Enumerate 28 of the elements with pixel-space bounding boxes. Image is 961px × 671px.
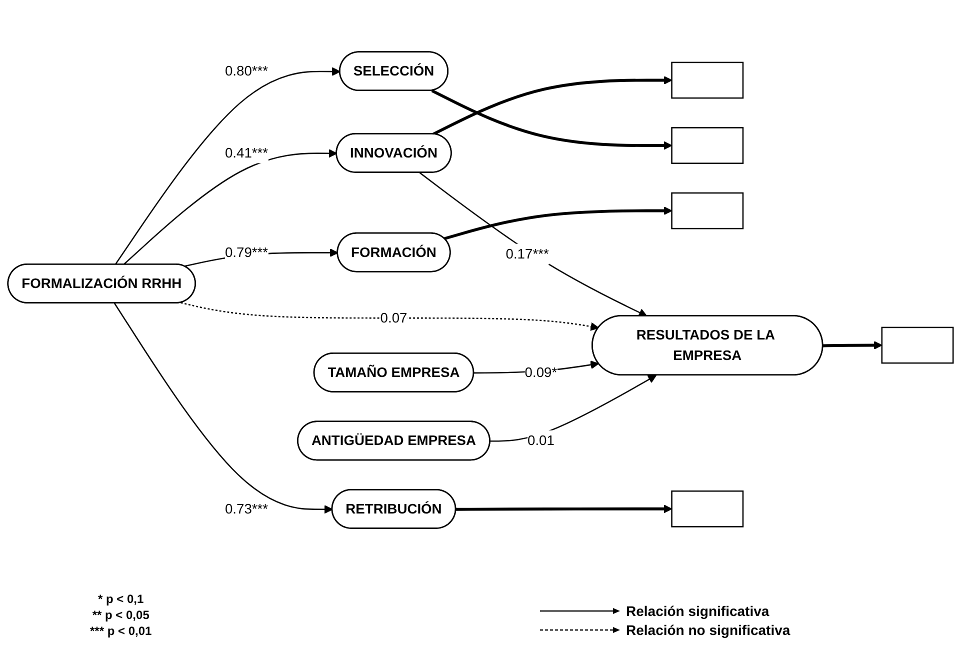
arrow bbox=[823, 340, 882, 350]
node-box bbox=[881, 326, 954, 364]
node-box bbox=[671, 192, 744, 230]
edge-label: 0.01 bbox=[528, 432, 554, 448]
arrow bbox=[419, 172, 648, 317]
arrow bbox=[180, 302, 600, 331]
node-box bbox=[671, 127, 744, 164]
arrow bbox=[114, 67, 341, 266]
edge-label: 0.07 bbox=[380, 310, 408, 326]
node-box bbox=[671, 62, 744, 99]
significance-note: *** p < 0,01 bbox=[90, 624, 152, 638]
edge-label: 0.41*** bbox=[224, 144, 268, 160]
arrow bbox=[432, 76, 672, 136]
edge-label: 0.79*** bbox=[224, 244, 268, 260]
arrow bbox=[456, 504, 672, 514]
arrow bbox=[444, 206, 672, 240]
edge-label: 0.73*** bbox=[224, 500, 268, 516]
significance-note: * p < 0,1 bbox=[97, 592, 145, 606]
arrow bbox=[431, 89, 672, 150]
edge-label: 0.09* bbox=[524, 364, 558, 380]
node-box bbox=[671, 490, 744, 528]
legend-label: Relación significativa bbox=[626, 603, 770, 619]
edge-label: 0.17*** bbox=[506, 246, 549, 262]
edge-label: 0.80*** bbox=[224, 62, 268, 79]
arrow bbox=[123, 149, 338, 266]
arrow bbox=[114, 302, 333, 514]
significance-note: ** p < 0,05 bbox=[91, 608, 150, 622]
legend-label: Relación no significativa bbox=[626, 622, 790, 638]
